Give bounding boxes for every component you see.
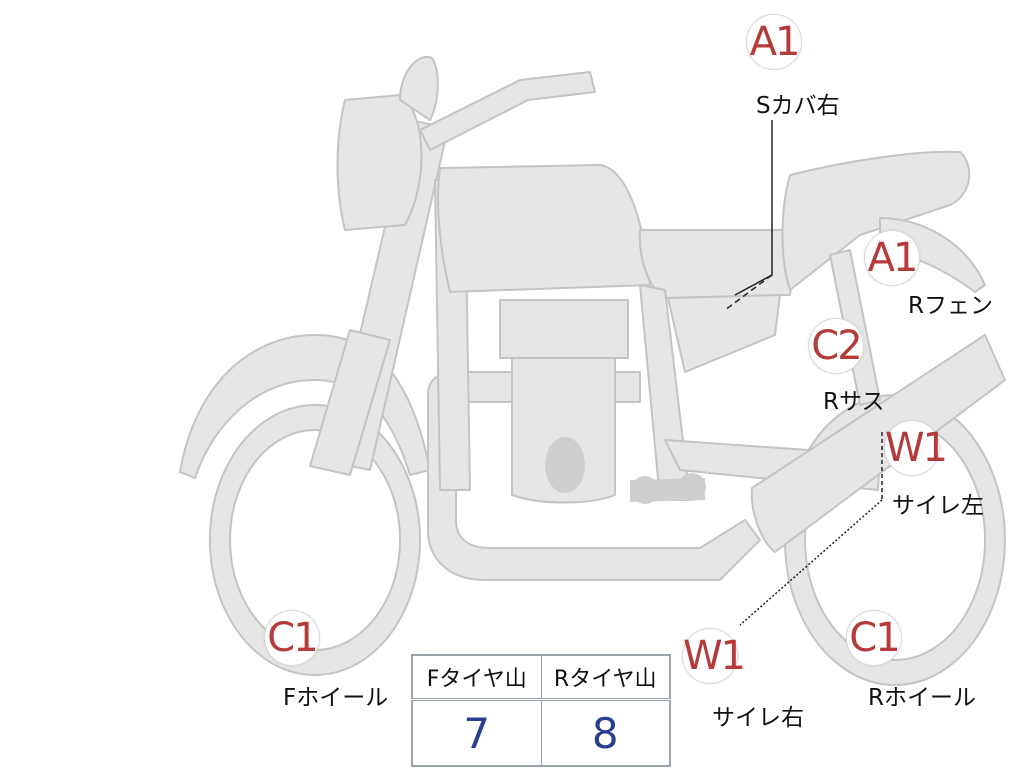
- fuel-tank: [437, 164, 651, 293]
- marker-code: A1: [867, 235, 919, 281]
- mirror: [399, 55, 439, 121]
- headlight: [336, 94, 423, 231]
- engine-cover: [545, 437, 585, 493]
- marker-code: C1: [849, 615, 900, 661]
- seat: [638, 229, 801, 299]
- marker-a1-top: A1: [746, 14, 802, 70]
- marker-code: C2: [811, 323, 862, 369]
- rear-tire-header: Rタイヤ山: [540, 654, 671, 701]
- engine-block: [511, 357, 616, 504]
- marker-c1-rear: C1: [846, 610, 902, 666]
- marker-c1-front: C1: [264, 610, 320, 666]
- marker-c2: C2: [808, 318, 864, 374]
- marker-code: A1: [749, 19, 801, 65]
- label-rear-wheel: Rホイール: [868, 685, 976, 711]
- front-wheel: [208, 404, 421, 676]
- label-front-wheel: Fホイール: [283, 685, 389, 711]
- front-tire-header: Fタイヤ山: [411, 654, 542, 701]
- leader-w1-bottom: [739, 499, 883, 626]
- label-side-cover-right: Sカバ右: [756, 93, 840, 119]
- handlebar: [419, 71, 596, 151]
- fork-sleeve: [309, 329, 391, 476]
- marker-code: W1: [885, 425, 948, 471]
- marker-code: W1: [683, 633, 746, 679]
- engine-top: [499, 299, 629, 359]
- marker-w1-right: W1: [884, 420, 948, 476]
- rear-tire-value: 8: [540, 699, 671, 767]
- front-tire-value: 7: [411, 699, 542, 767]
- marker-w1-bottom: W1: [682, 628, 746, 684]
- label-silencer-left: サイレ左: [892, 493, 984, 519]
- tire-tread-table: Fタイヤ山 Rタイヤ山 7 8: [411, 654, 671, 767]
- side-cover: [667, 294, 781, 373]
- label-rear-fender: Rフェン: [908, 293, 993, 319]
- label-silencer-right: サイレ右: [712, 705, 804, 731]
- marker-code: C1: [267, 615, 318, 661]
- marker-a1-right: A1: [864, 230, 920, 286]
- label-rear-suspension: Rサス: [823, 389, 885, 415]
